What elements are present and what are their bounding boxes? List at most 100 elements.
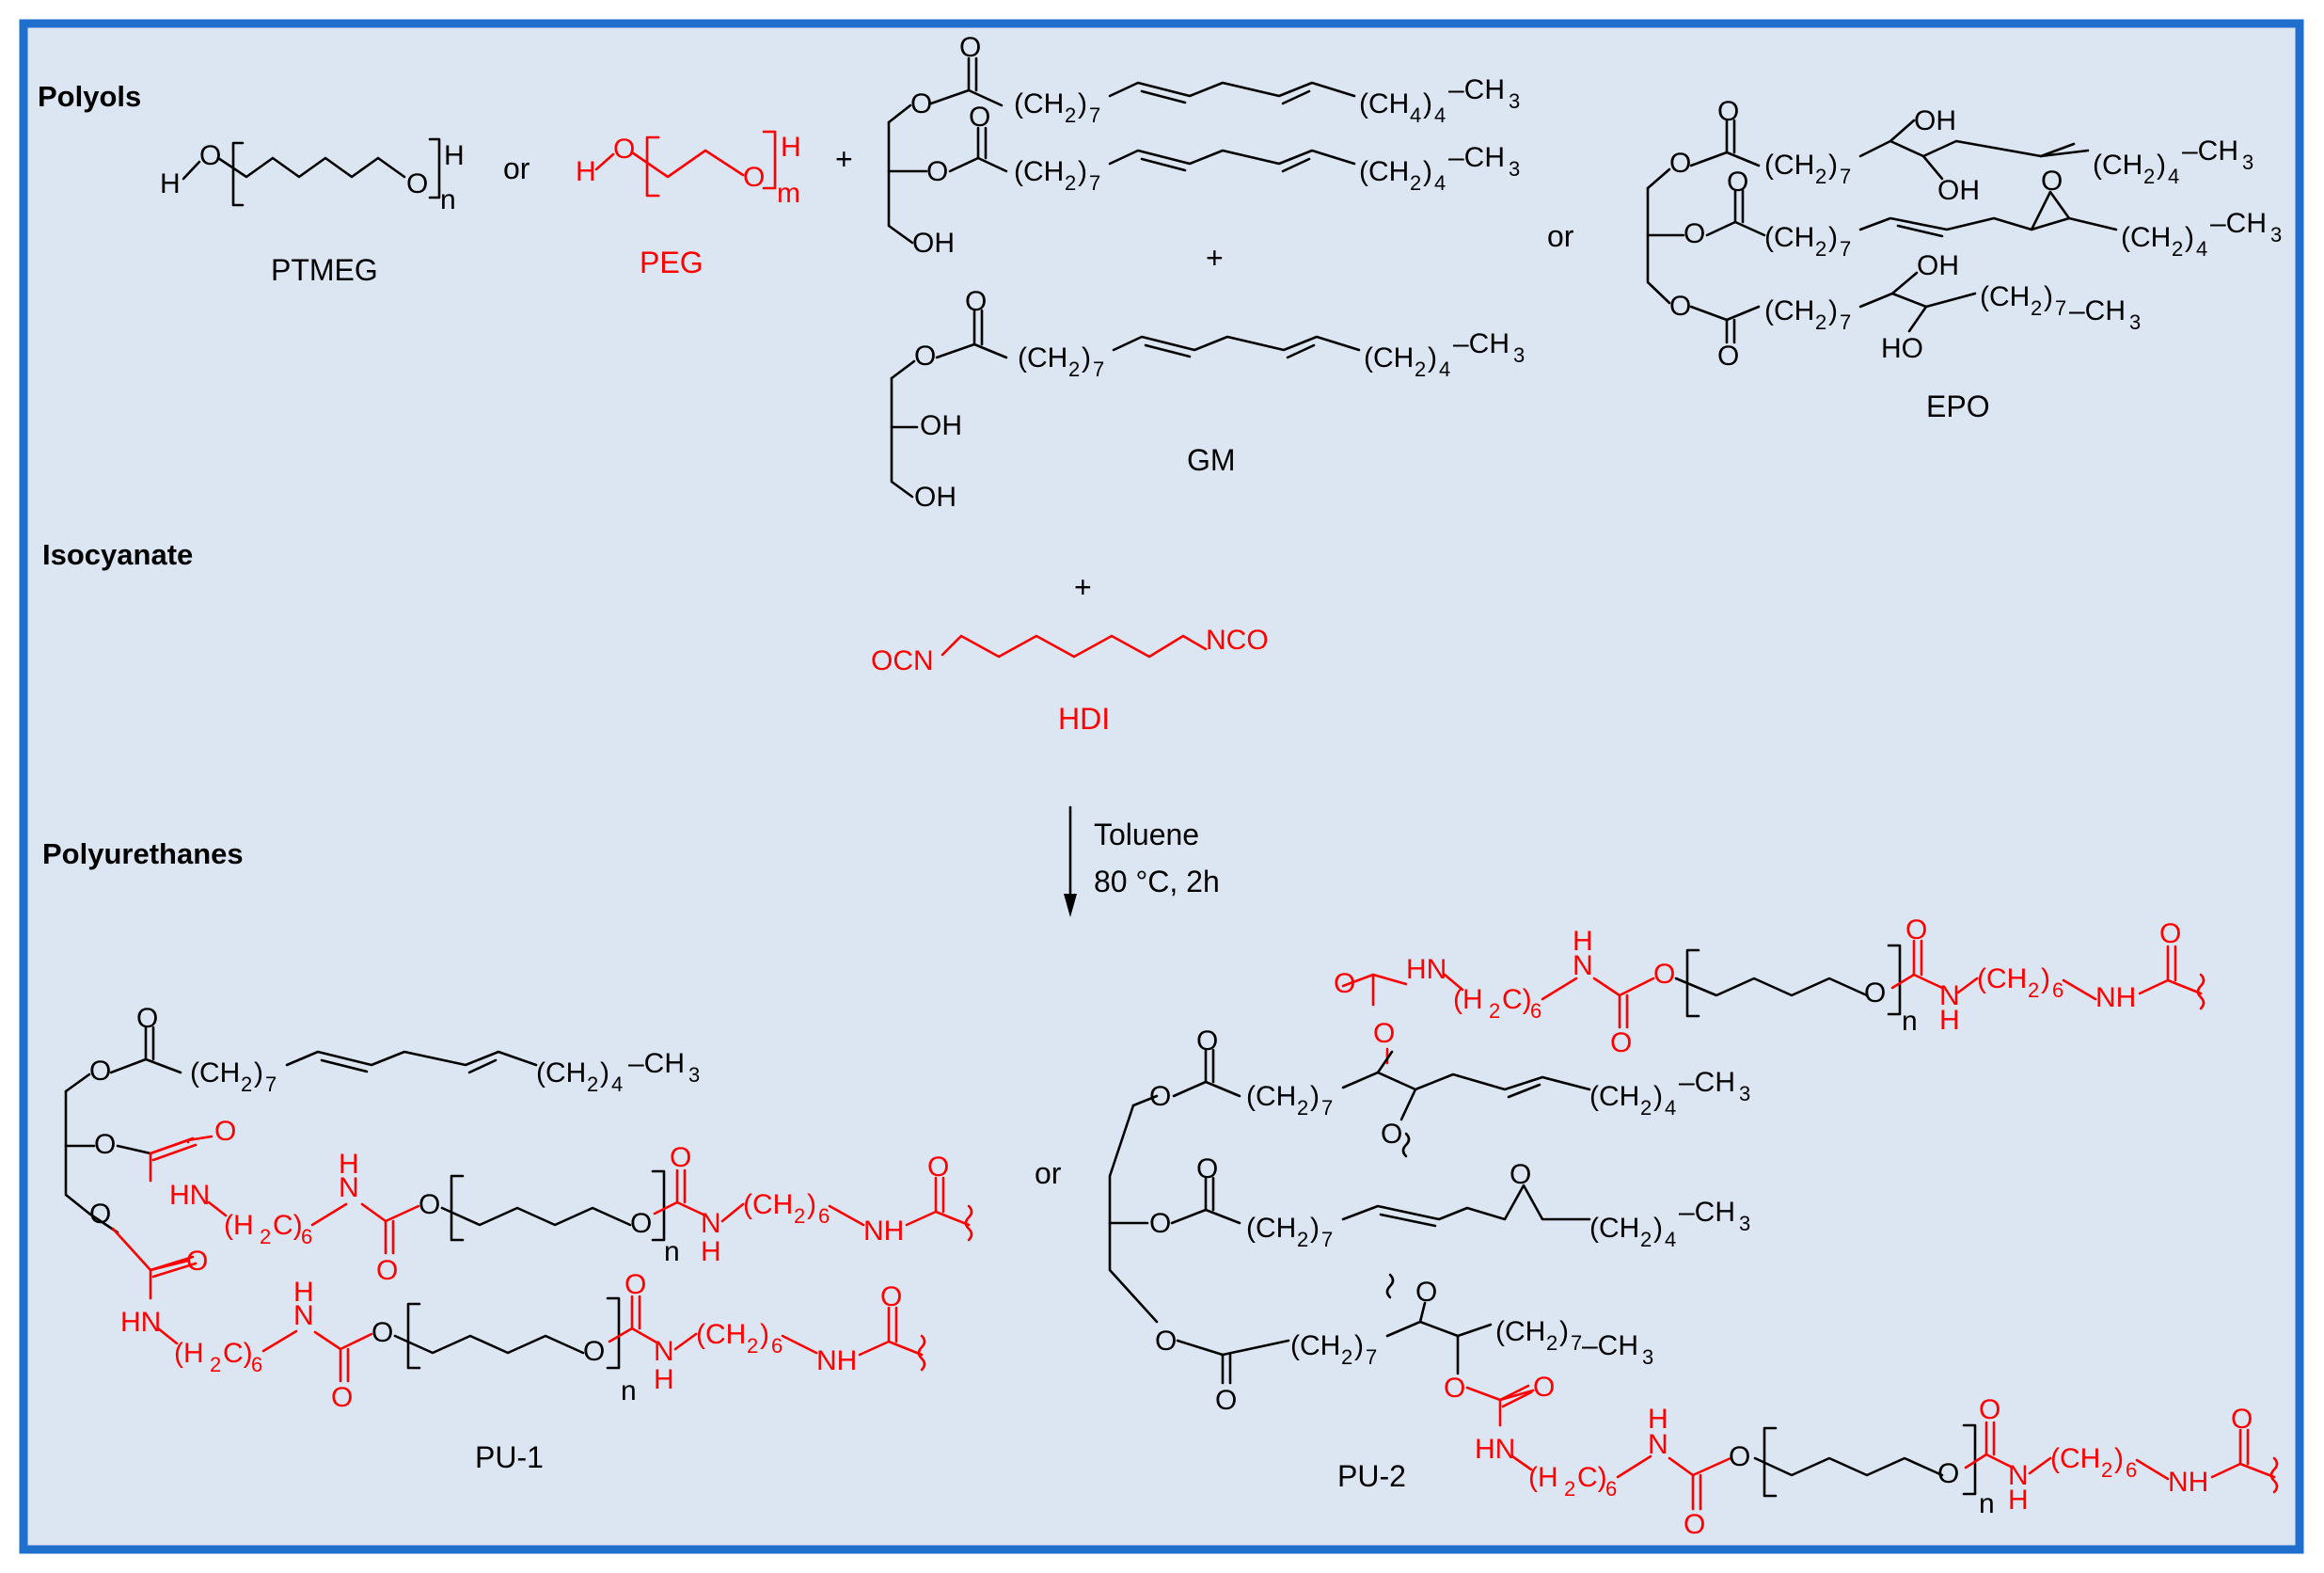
svg-text:(CH: (CH bbox=[743, 1189, 793, 1220]
section-isocyanate: Isocyanate bbox=[42, 538, 193, 571]
svg-text:(CH: (CH bbox=[2050, 1443, 2100, 1474]
svg-text:NH: NH bbox=[2168, 1467, 2208, 1498]
svg-text:O: O bbox=[624, 1269, 646, 1300]
svg-text:): ) bbox=[254, 1057, 263, 1088]
svg-text:n: n bbox=[1902, 1006, 1918, 1037]
svg-text:): ) bbox=[1828, 150, 1838, 181]
svg-text:3: 3 bbox=[1739, 1212, 1750, 1235]
svg-text:C): C) bbox=[223, 1338, 253, 1369]
svg-text:O: O bbox=[1727, 167, 1748, 198]
svg-text:(CH: (CH bbox=[1589, 1081, 1639, 1112]
svg-text:O: O bbox=[1149, 1208, 1171, 1239]
svg-text:O: O bbox=[1196, 1153, 1218, 1184]
svg-text:2: 2 bbox=[1410, 171, 1421, 195]
svg-text:3: 3 bbox=[2270, 223, 2282, 246]
svg-text:(CH: (CH bbox=[1764, 295, 1814, 326]
svg-text:O: O bbox=[89, 1199, 111, 1230]
svg-text:H: H bbox=[576, 156, 596, 187]
svg-text:O: O bbox=[1196, 1025, 1218, 1057]
svg-text:N: N bbox=[654, 1336, 674, 1367]
svg-text:(H: (H bbox=[1528, 1462, 1558, 1493]
svg-text:): ) bbox=[600, 1057, 609, 1088]
svg-text:2: 2 bbox=[1065, 103, 1076, 127]
svg-text:O: O bbox=[914, 341, 936, 372]
svg-text:–CH: –CH bbox=[1448, 142, 1505, 173]
svg-text:m: m bbox=[777, 178, 800, 209]
svg-text:3: 3 bbox=[1642, 1345, 1653, 1369]
svg-text:): ) bbox=[2157, 150, 2166, 181]
svg-text:H: H bbox=[2008, 1485, 2029, 1516]
svg-text:O: O bbox=[1373, 1018, 1395, 1049]
svg-text:O: O bbox=[2159, 918, 2181, 949]
svg-text:): ) bbox=[1653, 1213, 1663, 1244]
svg-text:O: O bbox=[1149, 1081, 1171, 1112]
svg-text:(CH: (CH bbox=[2121, 222, 2171, 253]
svg-text:O: O bbox=[1717, 341, 1739, 372]
svg-text:H: H bbox=[781, 132, 801, 163]
svg-text:O: O bbox=[630, 1208, 652, 1239]
svg-text:O: O bbox=[613, 134, 635, 165]
svg-text:(CH: (CH bbox=[1977, 963, 2027, 994]
svg-text:6: 6 bbox=[771, 1334, 783, 1358]
svg-text:4: 4 bbox=[1665, 1096, 1676, 1120]
svg-text:4: 4 bbox=[1410, 103, 1421, 127]
svg-text:2: 2 bbox=[747, 1334, 758, 1358]
section-polyurethanes: Polyurethanes bbox=[42, 837, 244, 870]
or-word-3: or bbox=[1035, 1156, 1062, 1190]
svg-text:O: O bbox=[1533, 1372, 1555, 1403]
svg-text:2: 2 bbox=[1068, 358, 1080, 381]
svg-text:6: 6 bbox=[2126, 1458, 2137, 1482]
plus-1: + bbox=[835, 142, 853, 176]
svg-text:HN: HN bbox=[1406, 954, 1447, 985]
peg-structure: H O O H m bbox=[576, 130, 801, 209]
svg-text:): ) bbox=[1559, 1316, 1569, 1347]
svg-text:(CH: (CH bbox=[1764, 150, 1814, 181]
svg-text:H: H bbox=[293, 1277, 314, 1308]
svg-text:O: O bbox=[743, 162, 765, 193]
svg-text:NH: NH bbox=[816, 1345, 857, 1376]
svg-text:): ) bbox=[2185, 222, 2194, 253]
svg-text:H: H bbox=[339, 1149, 359, 1180]
svg-text:N: N bbox=[1573, 950, 1593, 981]
svg-text:O: O bbox=[1415, 1277, 1437, 1308]
conditions-label: 80 °C, 2h bbox=[1094, 865, 1220, 898]
svg-text:4: 4 bbox=[1665, 1228, 1676, 1251]
svg-text:2: 2 bbox=[1815, 165, 1826, 188]
svg-text:(CH: (CH bbox=[1359, 88, 1409, 119]
peg-label: PEG bbox=[640, 246, 704, 279]
svg-text:2: 2 bbox=[1065, 171, 1076, 195]
svg-text:4: 4 bbox=[1439, 358, 1450, 381]
svg-text:7: 7 bbox=[1840, 237, 1851, 261]
svg-text:H: H bbox=[654, 1364, 674, 1395]
svg-text:H: H bbox=[1939, 1005, 1960, 1036]
svg-text:): ) bbox=[1354, 1330, 1364, 1361]
svg-text:): ) bbox=[760, 1319, 769, 1350]
svg-text:2: 2 bbox=[2172, 237, 2183, 261]
svg-text:2: 2 bbox=[1415, 358, 1426, 381]
svg-text:H: H bbox=[1648, 1404, 1668, 1435]
svg-text:3: 3 bbox=[1513, 343, 1525, 367]
svg-text:O: O bbox=[136, 1003, 158, 1034]
svg-text:O: O bbox=[1729, 1441, 1750, 1472]
svg-text:O: O bbox=[1610, 1027, 1632, 1058]
svg-text:7: 7 bbox=[1571, 1331, 1582, 1355]
epo-structure: O O (CH 2 ) 7 OH OH (CH 2 ) 4 –CH 3 O O … bbox=[1646, 96, 2282, 372]
svg-text:N: N bbox=[339, 1172, 359, 1203]
svg-text:(CH: (CH bbox=[1764, 222, 1814, 253]
svg-text:O: O bbox=[1444, 1373, 1465, 1404]
svg-text:O: O bbox=[927, 1152, 949, 1183]
svg-text:): ) bbox=[1078, 88, 1087, 119]
svg-text:O: O bbox=[1510, 1159, 1531, 1190]
svg-text:O: O bbox=[199, 140, 221, 171]
svg-text:O: O bbox=[214, 1116, 236, 1147]
svg-text:(H: (H bbox=[174, 1338, 204, 1369]
svg-text:7: 7 bbox=[1093, 358, 1104, 381]
svg-text:NCO: NCO bbox=[1206, 625, 1269, 656]
svg-text:(CH: (CH bbox=[1980, 281, 2030, 312]
svg-text:–CH: –CH bbox=[1679, 1197, 1735, 1228]
or-word-2: or bbox=[1547, 219, 1574, 253]
ptmeg-structure: H O O H n bbox=[160, 137, 465, 215]
svg-text:OH: OH bbox=[914, 482, 956, 513]
svg-text:O: O bbox=[1669, 291, 1691, 322]
